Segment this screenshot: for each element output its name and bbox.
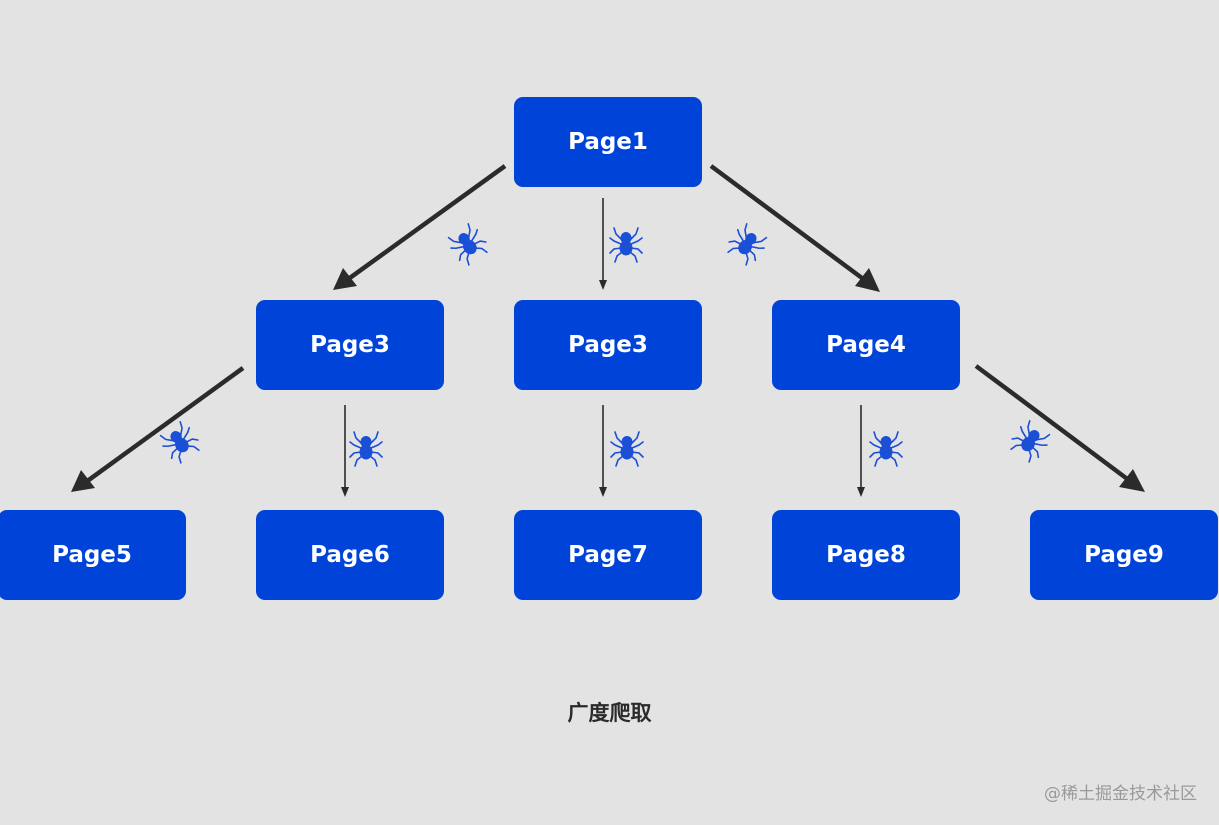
node-page7: Page7 [514,510,702,600]
node-label: Page6 [310,542,390,568]
node-page8: Page8 [772,510,960,600]
node-page4: Page4 [772,300,960,390]
node-page6: Page6 [256,510,444,600]
thin-arrow-page1-to-page3-mid [599,198,607,290]
spider-icon [723,220,771,269]
node-label: Page5 [52,542,132,568]
thick-arrow-page1-to-page3-left [333,164,507,290]
node-label: Page9 [1084,542,1164,568]
watermark: @稀土掘金技术社区 [1044,784,1197,804]
node-page3-mid: Page3 [514,300,702,390]
node-page3-left: Page3 [256,300,444,390]
thin-arrow-page3-to-page7 [599,405,607,497]
thick-arrow-page3-to-page5 [71,366,245,492]
node-label: Page7 [568,542,648,568]
node-label: Page8 [826,542,906,568]
node-page1: Page1 [514,97,702,187]
diagram-caption: 广度爬取 [567,701,652,725]
node-page5: Page5 [0,510,186,600]
spider-icon [610,431,644,467]
node-page9: Page9 [1030,510,1218,600]
thick-arrow-page4-to-page9 [974,364,1145,492]
thick-arrow-page1-to-page4 [709,164,880,292]
node-label: Page3 [310,332,390,358]
node-label: Page4 [826,332,906,358]
spider-icon [869,431,903,467]
spider-icon [1006,417,1054,466]
spider-icon [609,227,643,263]
spider-icon [444,220,492,269]
spider-icon [349,431,383,467]
node-label: Page1 [568,129,648,155]
node-label: Page3 [568,332,648,358]
thin-arrow-page4-to-page8 [857,405,865,497]
thin-arrow-page3-to-page6 [341,405,349,497]
